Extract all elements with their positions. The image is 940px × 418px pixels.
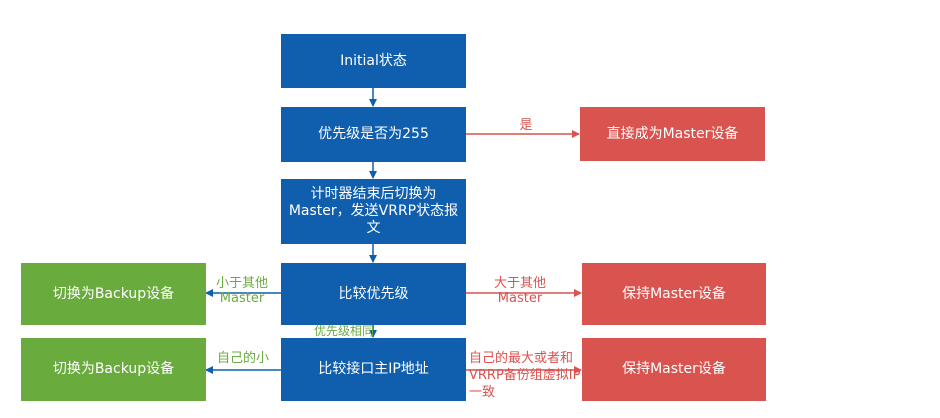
edge-label-own-largest-or-equal: 自己的最大或者和VRRP备份组虚拟IP一致 [469, 351, 581, 400]
node-switch-backup-1: 切换为Backup设备 [21, 263, 206, 325]
edge-label-yes: 是 [519, 118, 533, 133]
node-timer-switch: 计时器结束后切换为Master，发送VRRP状态报文 [281, 179, 466, 244]
node-initial-state: Initial状态 [281, 34, 466, 88]
node-keep-master-1-label: 保持Master设备 [622, 285, 726, 302]
node-keep-master-2: 保持Master设备 [582, 338, 766, 401]
edge-label-own-smaller: 自己的小 [216, 351, 269, 366]
node-priority-check-label: 优先级是否为255 [318, 126, 429, 142]
node-timer-switch-label: 计时器结束后切换为Master，发送VRRP状态报文 [288, 186, 459, 236]
node-compare-priority: 比较优先级 [281, 263, 466, 325]
node-switch-backup-2: 切换为Backup设备 [21, 338, 206, 401]
edge-label-same-priority: 优先级相同 [313, 324, 374, 338]
edge-label-greater-than-other-master: 大于其他Master [493, 276, 546, 306]
node-keep-master-2-label: 保持Master设备 [622, 361, 726, 377]
node-switch-backup-2-label: 切换为Backup设备 [52, 361, 175, 377]
node-switch-backup-1-label: 切换为Backup设备 [52, 285, 175, 302]
edge-label-less-than-other-master: 小于其他Master [215, 276, 268, 306]
node-keep-master-1: 保持Master设备 [582, 263, 766, 325]
node-initial-state-label: Initial状态 [340, 52, 407, 69]
node-become-master-direct: 直接成为Master设备 [580, 107, 765, 161]
node-compare-priority-label: 比较优先级 [338, 285, 409, 302]
node-priority-check: 优先级是否为255 [281, 107, 466, 162]
node-become-master-direct-label: 直接成为Master设备 [606, 125, 739, 142]
node-compare-ip-label: 比较接口主IP地址 [318, 361, 429, 377]
node-compare-ip: 比较接口主IP地址 [281, 338, 466, 401]
